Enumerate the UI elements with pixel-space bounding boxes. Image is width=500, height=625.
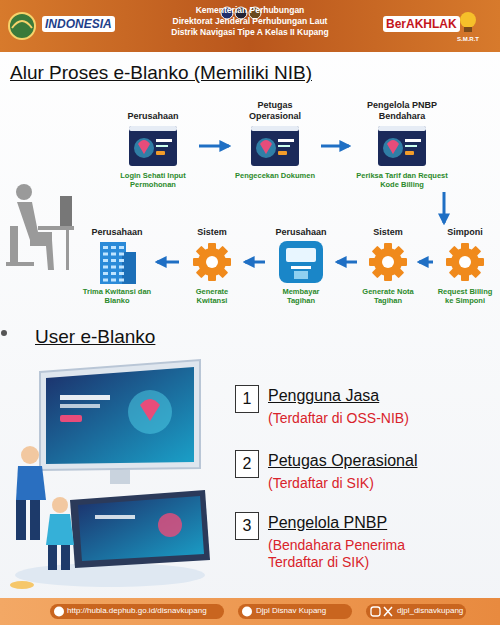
footer-link: djpl_disnavkupang: [397, 606, 463, 615]
instagram-icon: [371, 607, 380, 616]
logo-text: BerAKHLAK: [383, 16, 460, 32]
step-caption: Membayar Tagihan: [268, 287, 334, 305]
step-heading: Sistem: [360, 226, 416, 238]
flow-arrow: [419, 261, 433, 264]
footer-pill: [366, 604, 466, 619]
user-note: (Terdaftar di OSS-NIB): [268, 410, 409, 426]
logo: [12, 21, 32, 28]
person-desk: [6, 184, 74, 270]
flow-arrow: [199, 145, 229, 148]
header-text: Direktorat Jenderal Perhubungan Laut: [130, 16, 370, 26]
process-step: PerusahaanTrima Kwitansi dan Blanko: [80, 226, 154, 305]
process-step: SistemGenerate Nota Tagihan: [360, 226, 416, 305]
user-note: (Terdaftar di SIK): [268, 475, 374, 491]
footer-band: [0, 598, 500, 625]
step-heading: Perusahaan: [110, 98, 196, 122]
process-step: SimponiRequest Billing ke Simponi: [436, 226, 494, 305]
screen-icon: [250, 124, 300, 168]
step-heading: Pengelola PNBP Bendahara: [352, 98, 452, 122]
web-icon: [54, 607, 64, 617]
user-note: (Bendahara Penerima Terdaftar di SIK): [268, 537, 453, 571]
step-caption: Login Sehati Input Permohonan: [110, 171, 196, 189]
step-caption: Trima Kwitansi dan Blanko: [80, 287, 154, 305]
flow-arrow: [245, 261, 265, 264]
user-role: Pengelola PNBP: [268, 514, 387, 532]
callout-number: 2: [236, 451, 258, 476]
step-heading: Petugas Operasional: [232, 98, 318, 122]
footer-pill: [238, 604, 352, 619]
screen-icon: [128, 124, 178, 168]
building-icon: [92, 240, 142, 284]
process-step: Pengelola PNBP BendaharaPeriksa Tarif da…: [352, 98, 452, 189]
process-step: PerusahaanLogin Sehati Input Permohonan: [110, 98, 196, 189]
footer-pill: [50, 604, 224, 619]
header-text: Kementerian Perhubungan: [130, 5, 370, 15]
logo-text: S.M.R.T: [457, 36, 479, 42]
logo-text: INDONESIA: [42, 16, 115, 32]
screen-icon: [377, 124, 427, 168]
x-icon: [384, 607, 392, 616]
step-caption: Pengecekan Dokumen: [232, 171, 318, 180]
logo: [9, 13, 35, 39]
step-heading: Sistem: [182, 226, 242, 238]
step-caption: Periksa Tarif dan Request Kode Billing: [352, 171, 452, 189]
footer-link: Djpl Disnav Kupang: [256, 606, 326, 615]
step-caption: Request Billing ke Simponi: [436, 287, 494, 305]
number-box: 3: [235, 512, 259, 540]
flow-arrow: [443, 192, 446, 223]
footer-link: http://hubla.dephub.go.id/disnavkupang: [67, 606, 207, 615]
gear-icon: [440, 240, 490, 284]
diagram-title: Alur Proses e-Blanko (Memiliki NIB): [10, 62, 312, 84]
callout-number: 3: [236, 513, 258, 538]
website-illustration: [10, 360, 210, 589]
number-box: 2: [235, 450, 259, 478]
process-step: SistemGenerate Kwitansi: [182, 226, 242, 305]
flow-arrow: [337, 261, 357, 264]
bulb-icon: [464, 27, 472, 32]
user-role: Pengguna Jasa: [268, 387, 379, 405]
flow-arrow: [321, 145, 349, 148]
process-step: Petugas OperasionalPengecekan Dokumen: [232, 98, 318, 180]
process-step: PerusahaanMembayar Tagihan: [268, 226, 334, 305]
flow-arrow: [157, 261, 179, 264]
header-text: Distrik Navigasi Tipe A Kelas II Kupang: [130, 27, 370, 37]
header-band: [0, 0, 500, 52]
atm-icon: [276, 240, 326, 284]
step-heading: Simponi: [436, 226, 494, 238]
callout-number: 1: [236, 386, 258, 411]
gear-icon: [187, 240, 237, 284]
step-heading: Perusahaan: [80, 226, 154, 238]
step-heading: Perusahaan: [268, 226, 334, 238]
step-caption: Generate Nota Tagihan: [360, 287, 416, 305]
user-role: Petugas Operasional: [268, 452, 417, 470]
bulb-icon: [460, 12, 476, 28]
step-caption: Generate Kwitansi: [182, 287, 242, 305]
facebook-icon: [242, 607, 252, 617]
section-heading: User e-Blanko: [35, 326, 155, 348]
gear-icon: [363, 240, 413, 284]
number-box: 1: [235, 385, 259, 413]
bullet-dot: [1, 330, 7, 336]
